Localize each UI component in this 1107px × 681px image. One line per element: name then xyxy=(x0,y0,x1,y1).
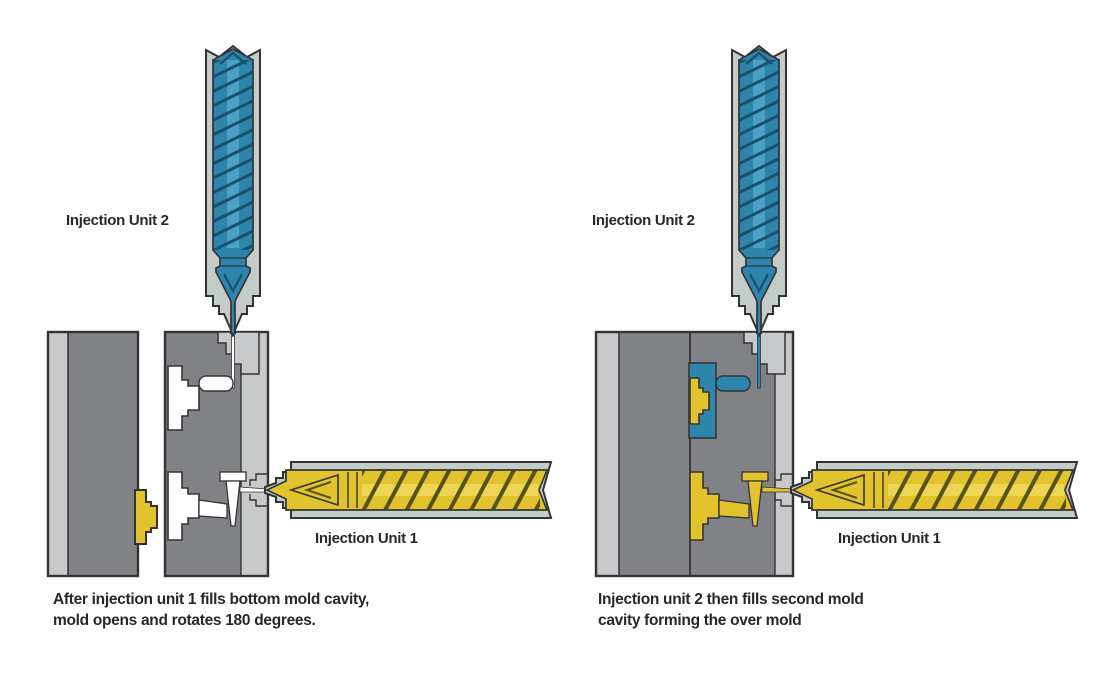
right-caption-line-2: cavity forming the over mold xyxy=(598,612,802,629)
lower-mold-cavity xyxy=(167,471,200,541)
left-mold-core-half xyxy=(46,330,158,578)
lower-runner-neck xyxy=(198,499,228,519)
lower-sprue-cap xyxy=(741,471,769,482)
right-caption: Injection unit 2 then fills second mold … xyxy=(598,589,864,631)
left-caption: After injection unit 1 fills bottom mold… xyxy=(53,589,369,631)
injection-unit-2-left xyxy=(204,44,262,338)
right-mold-stack xyxy=(594,330,795,578)
lower-sprue-cap xyxy=(219,471,247,482)
right-unit2-label: Injection Unit 2 xyxy=(592,212,695,229)
left-mold-cavity-half xyxy=(163,330,270,578)
left-unit2-label: Injection Unit 2 xyxy=(66,212,169,229)
lower-runner-neck xyxy=(718,499,750,519)
first-shot-molded-part xyxy=(134,489,158,545)
overmold-sprue-channel xyxy=(757,332,761,389)
first-shot-part-lower xyxy=(689,471,720,541)
right-caption-line-1: Injection unit 2 then fills second mold xyxy=(598,591,864,608)
injection-unit-1-right xyxy=(790,461,1078,519)
lower-sprue-body xyxy=(225,480,241,527)
left-unit1-label: Injection Unit 1 xyxy=(315,530,418,547)
left-caption-line-1: After injection unit 1 fills bottom mold… xyxy=(53,591,370,608)
first-shot-part-upper xyxy=(689,377,710,425)
right-unit1-label: Injection Unit 1 xyxy=(838,530,941,547)
left-panel-mold-open xyxy=(46,44,552,578)
upper-mold-cavity xyxy=(167,365,200,431)
right-panel-mold-closed xyxy=(594,44,1078,578)
injection-unit-2-right xyxy=(730,44,788,338)
injection-unit-1-left xyxy=(264,461,552,519)
lower-sprue-body xyxy=(747,480,763,527)
upper-runner-cavity xyxy=(198,375,234,392)
left-caption-line-2: mold opens and rotates 180 degrees. xyxy=(53,612,316,629)
overmold-runner xyxy=(715,375,751,392)
